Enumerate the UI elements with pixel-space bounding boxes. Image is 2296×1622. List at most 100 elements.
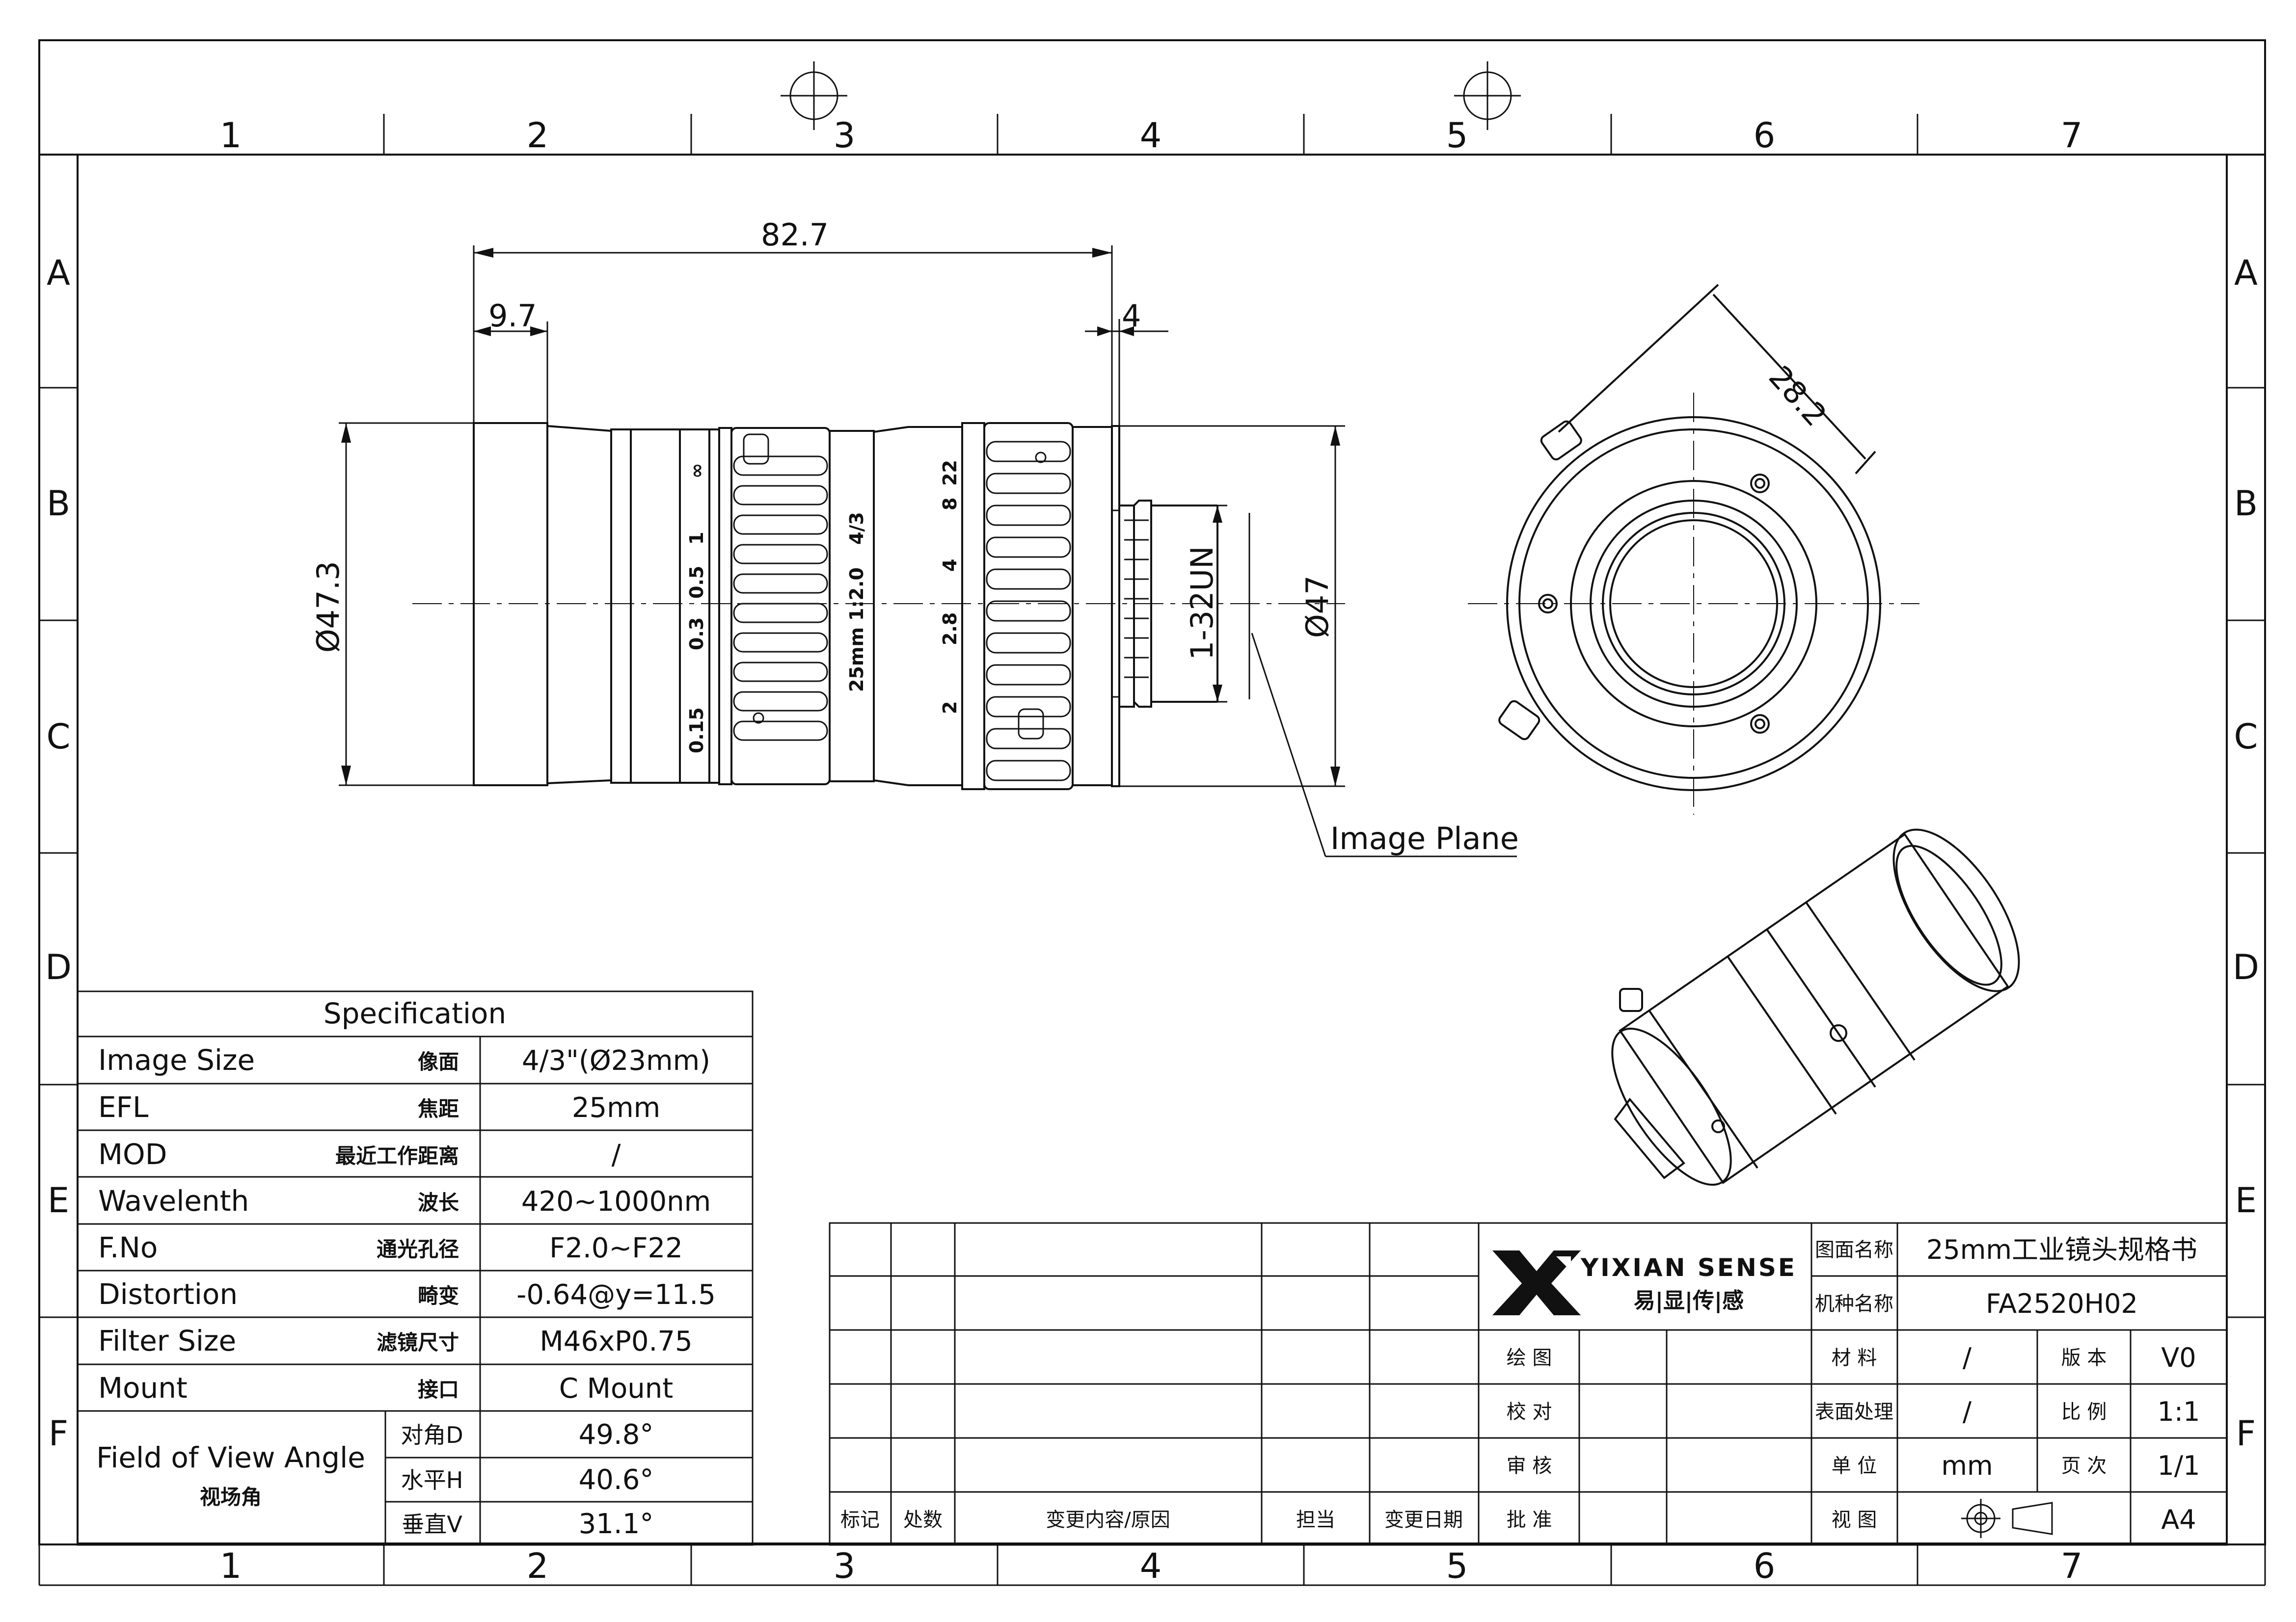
grid-row-e-right: E (2235, 1180, 2257, 1221)
fov-label-horizontal: 水平H (401, 1467, 463, 1493)
approval-draw: 绘 图 (1507, 1347, 1552, 1369)
title-block (829, 1222, 2228, 1546)
version-label: 版 本 (2061, 1347, 2107, 1369)
column-dividers (38, 40, 2266, 1586)
fov-value-horizontal: 40.6° (579, 1464, 654, 1496)
dim-front-diameter: Ø47.3 (310, 561, 346, 653)
focus-mark-0-5: 0.5 (686, 566, 707, 599)
focus-mark-infinity: ∞ (686, 463, 707, 479)
lens-isometric-view (1611, 828, 2020, 1186)
center-target-icon (781, 61, 1521, 130)
spec-en-fno: F.No (98, 1231, 158, 1264)
focus-mark-0-15: 0.15 (686, 707, 707, 753)
spec-en-efl: EFL (98, 1090, 148, 1124)
dim-overall-length: 82.7 (761, 217, 829, 253)
dim-front-step: 9.7 (488, 298, 537, 334)
spec-cn-distortion: 畸变 (418, 1284, 459, 1308)
spec-value-mod: / (612, 1139, 621, 1171)
brand-name-cn: 易|显|传|感 (1634, 1288, 1744, 1313)
spec-cn-filter-size: 滤镜尺寸 (377, 1330, 459, 1355)
rev-header-mark: 标记 (840, 1509, 880, 1531)
spec-value-fno: F2.0~F22 (549, 1232, 683, 1264)
fov-value-diagonal: 49.8° (579, 1419, 654, 1451)
grid-row-a-left: A (47, 253, 70, 293)
grid-col-6-bottom: 6 (1754, 1546, 1776, 1586)
lens-front-view (1468, 284, 1919, 815)
brand-logo-icon (1492, 1250, 1581, 1315)
rev-header-date: 变更日期 (1384, 1509, 1463, 1531)
dimension-lines (339, 245, 1517, 857)
spec-title: Specification (324, 997, 506, 1030)
dim-flange: 4 (1122, 298, 1141, 334)
approval-approve: 批 准 (1507, 1509, 1552, 1531)
rev-header-owner: 担当 (1296, 1509, 1335, 1531)
grid-row-f-left: F (49, 1413, 68, 1454)
material-value: / (1963, 1342, 1972, 1373)
fov-label-vertical: 垂直V (402, 1511, 462, 1538)
spec-en-mount: Mount (98, 1371, 188, 1405)
fstop-mark-8: 8 (939, 498, 961, 510)
grid-col-5-top: 5 (1446, 115, 1468, 156)
version-value: V0 (2161, 1342, 2196, 1373)
spec-cn-wavelength: 波长 (418, 1191, 459, 1215)
material-label: 材 料 (1832, 1347, 1877, 1369)
fstop-mark-4: 4 (939, 559, 961, 572)
fov-label-diagonal: 对角D (401, 1422, 463, 1448)
lens-grip-ridges (733, 433, 1149, 781)
grid-col-3-top: 3 (834, 115, 856, 156)
spec-cn-fno: 通光孔径 (377, 1237, 459, 1261)
lens-model-marking: 25mm (846, 627, 867, 692)
spec-cn-mount: 接口 (418, 1378, 459, 1402)
grid-col-6-top: 6 (1754, 115, 1776, 156)
row-dividers (39, 387, 2265, 1318)
spec-en-image-size: Image Size (98, 1043, 255, 1077)
brand-name: YIXIAN SENSE (1580, 1253, 1797, 1282)
model-name: FA2520H02 (1986, 1288, 2138, 1319)
grid-col-1-top: 1 (220, 115, 242, 156)
fstop-mark-2-8: 2.8 (939, 612, 961, 645)
projection-symbol-icon (1961, 1499, 2053, 1538)
grid-row-d-right: D (2233, 947, 2259, 987)
dimension-arrows (341, 248, 1340, 786)
lens-aperture-marking: 1:2.0 (846, 567, 867, 621)
fstop-mark-2: 2 (939, 701, 961, 714)
fov-value-vertical: 31.1° (579, 1508, 654, 1540)
surface-value: / (1963, 1396, 1972, 1427)
grid-col-5-bottom: 5 (1446, 1546, 1468, 1586)
sheet-size: A4 (2161, 1504, 2196, 1535)
drawing-name-label: 图面名称 (1815, 1239, 1893, 1261)
grid-col-2-top: 2 (527, 115, 549, 156)
grid-row-c-left: C (47, 717, 71, 757)
spec-table (77, 990, 754, 1546)
approval-review: 审 核 (1507, 1455, 1552, 1477)
spec-en-filter-size: Filter Size (98, 1324, 236, 1357)
focus-mark-0-3: 0.3 (686, 617, 707, 650)
spec-cn-fov: 视场角 (200, 1485, 262, 1509)
spec-value-mount: C Mount (559, 1373, 673, 1405)
grid-col-3-bottom: 3 (834, 1546, 856, 1586)
grid-col-7-top: 7 (2061, 115, 2083, 156)
spec-cn-efl: 焦距 (418, 1097, 459, 1121)
view-label: 视 图 (1832, 1509, 1877, 1531)
grid-col-4-top: 4 (1140, 115, 1162, 156)
lens-side-view (412, 422, 1345, 790)
grid-row-f-right: F (2236, 1413, 2256, 1454)
spec-cn-image-size: 像面 (418, 1050, 459, 1074)
page-label: 页 次 (2061, 1455, 2107, 1477)
grid-row-b-left: B (47, 483, 70, 524)
surface-label: 表面处理 (1815, 1401, 1893, 1423)
dim-thread: 1-32UN (1184, 546, 1220, 660)
spec-en-fov: Field of View Angle (96, 1441, 365, 1474)
grid-row-e-left: E (48, 1180, 69, 1221)
scale-value: 1:1 (2158, 1396, 2200, 1427)
spec-value-image-size: 4/3"(Ø23mm) (522, 1045, 710, 1077)
grid-col-2-bottom: 2 (527, 1546, 549, 1586)
spec-en-wavelength: Wavelenth (98, 1184, 249, 1218)
rev-header-content: 变更内容/原因 (1046, 1509, 1170, 1531)
dim-body-diameter: Ø47 (1299, 575, 1335, 638)
grid-col-7-bottom: 7 (2061, 1546, 2083, 1586)
spec-cn-mod: 最近工作距离 (335, 1144, 459, 1168)
focus-mark-1: 1 (686, 532, 707, 545)
grid-row-c-right: C (2234, 717, 2258, 757)
